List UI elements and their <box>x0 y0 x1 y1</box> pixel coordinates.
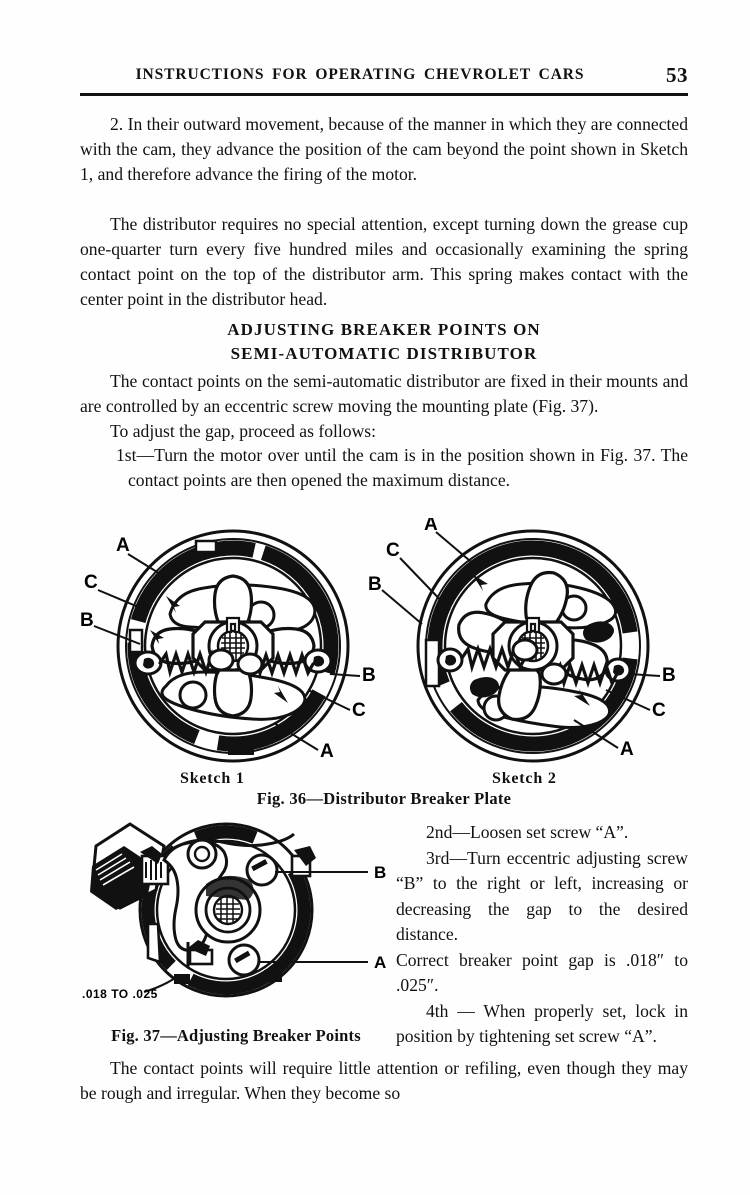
step-list-item-3: 3rd—Turn eccentric adjusting screw “B” t… <box>396 847 688 945</box>
paragraph-contact-points: The contact points on the semi-automatic… <box>80 369 688 444</box>
running-head: INSTRUCTIONS FOR OPERATING CHEVROLET CAR… <box>80 63 688 96</box>
paragraph-text: The contact points will require little a… <box>80 1058 688 1103</box>
figure-37-adjusting-breaker-points: B A .018 TO .025 <box>82 822 386 1001</box>
paragraph-text: 2. In their outward movement, because of… <box>80 114 688 184</box>
step-text: 1st—Turn the motor over until the cam is… <box>116 445 688 490</box>
sketch1-callout-c-right: C <box>352 700 366 721</box>
header-rule <box>80 93 688 96</box>
sketch-labels-row: Sketch 1 Sketch 2 <box>80 770 688 792</box>
paragraph-distributor-attention: The distributor requires no special atte… <box>80 212 688 312</box>
step-list-item-4: 4th — When properly set, lock in positio… <box>396 1000 688 1047</box>
page-number: 53 <box>666 63 688 87</box>
running-head-title: INSTRUCTIONS FOR OPERATING CHEVROLET CAR… <box>135 66 585 83</box>
fig37-callout-a: A <box>374 953 386 972</box>
sketch-2-label: Sketch 2 <box>492 770 557 787</box>
steps-right-column: 2nd—Loosen set screw “A”. 3rd—Turn eccen… <box>396 820 688 1050</box>
sketch1-callout-a-bottom: A <box>320 741 334 762</box>
sketch2-callout-c-right: C <box>652 700 666 721</box>
figure-36-caption: Fig. 36—Distributor Breaker Plate <box>256 789 512 808</box>
sketch2-callout-c-left: C <box>386 540 400 561</box>
step-list-item-2: 2nd—Loosen set screw “A”. <box>426 822 629 842</box>
sketch1-callout-b-right: B <box>362 665 376 686</box>
paragraph-text: The distributor requires no special atte… <box>80 214 688 309</box>
breaker-gap-note: Correct breaker point gap is .018″ to .0… <box>396 949 688 996</box>
sketch1-callout-a-top: A <box>116 535 130 556</box>
sketch1-callout-b-left: B <box>80 610 94 631</box>
sketch2-callout-a-top: A <box>424 518 438 535</box>
sketch-1-diagram: A C B B C A <box>80 529 376 763</box>
sketch-1-label: Sketch 1 <box>180 770 245 787</box>
sketch1-callout-c-left: C <box>84 572 98 593</box>
sketch-2-diagram: A C B B C A <box>368 518 676 763</box>
section-heading-line-2: SEMI-AUTOMATIC DISTRIBUTOR <box>230 344 538 363</box>
step-list-item-1: 1st—Turn the motor over until the cam is… <box>80 443 688 493</box>
paragraph-item-2: 2. In their outward movement, because of… <box>80 112 688 187</box>
figure-36-distributor-breaker-plate: A C B B C A <box>80 518 676 763</box>
sketch2-callout-b-right: B <box>662 665 676 686</box>
paragraph-text: The contact points on the semi-automatic… <box>80 371 688 416</box>
figure-37-caption: Fig. 37—Adjusting Breaker Points <box>111 1026 361 1045</box>
sketch2-callout-a-bottom: A <box>620 739 634 760</box>
section-heading: ADJUSTING BREAKER POINTS ON SEMI-AUTOMAT… <box>80 318 688 366</box>
paragraph-closing: The contact points will require little a… <box>80 1056 688 1106</box>
sketch2-callout-b-left: B <box>368 574 382 595</box>
paragraph-adjust-intro: To adjust the gap, proceed as follows: <box>110 421 377 441</box>
fig37-callout-b: B <box>374 863 386 882</box>
section-heading-line-1: ADJUSTING BREAKER POINTS ON <box>227 320 541 339</box>
fig37-gap-label: .018 TO .025 <box>82 987 158 1001</box>
